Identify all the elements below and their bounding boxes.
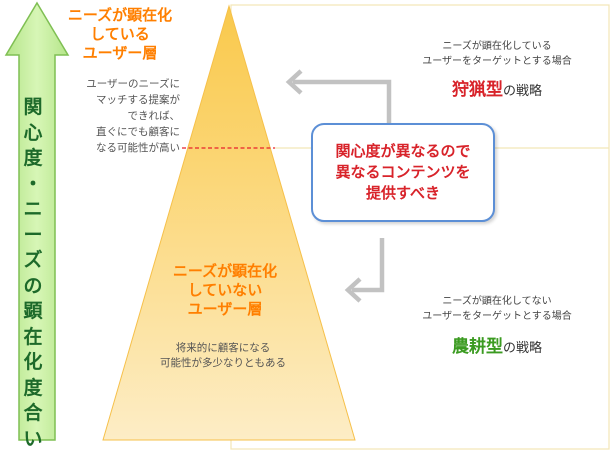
farming-strategy-word: 農耕型 <box>452 337 503 357</box>
callout-box: 関心度が異なるので 異なるコンテンツを 提供すべき <box>311 123 495 222</box>
axis-char: い <box>18 427 48 452</box>
pyramid <box>103 6 355 440</box>
axis-char: 合 <box>18 401 48 427</box>
bottom-layer-description: 将来的に顧客になる 可能性が多少なりともある <box>130 341 316 371</box>
axis-char: 心 <box>18 121 48 147</box>
desc-line: なる可能性が高い <box>62 140 180 156</box>
desc-line: できれば、 <box>62 108 180 124</box>
axis-char: 化 <box>18 350 48 376</box>
title-line: ニーズが顕在化 <box>60 6 180 25</box>
vertical-axis-label: 関 心 度 ・ ニ ー ズ の 顕 在 化 度 合 い <box>18 95 48 452</box>
callout-line: 関心度が異なるので <box>335 141 470 162</box>
axis-char: 度 <box>18 376 48 402</box>
desc-line: 将来的に顧客になる <box>130 341 316 356</box>
axis-char: ニ <box>18 197 48 223</box>
bottom-layer-title: ニーズが顕在化 していない ユーザー層 <box>155 262 295 319</box>
title-line: ニーズが顕在化 <box>155 262 295 281</box>
axis-char: 関 <box>18 95 48 121</box>
title-line: していない <box>155 281 295 300</box>
axis-char: ー <box>18 223 48 249</box>
hunting-strategy-word: 狩猟型 <box>452 80 503 100</box>
top-layer-description: ユーザーのニーズに マッチする提案が できれば、 直ぐにでも顧客に なる可能性が… <box>62 76 180 156</box>
title-line: ユーザー層 <box>155 300 295 319</box>
desc-line: ニーズが顕在化してない <box>392 294 602 309</box>
axis-char: の <box>18 274 48 300</box>
top-layer-title: ニーズが顕在化 している ユーザー層 <box>60 6 180 63</box>
gray-left-arrow-bottom-icon <box>348 238 382 301</box>
desc-line: ユーザーのニーズに <box>62 76 180 92</box>
strategy-suffix: の戦略 <box>503 341 542 356</box>
callout-line: 異なるコンテンツを <box>335 162 470 183</box>
axis-char: 度 <box>18 146 48 172</box>
desc-line: ユーザーをターゲットとする場合 <box>392 309 602 324</box>
desc-line: ユーザーをターゲットとする場合 <box>392 54 602 69</box>
farming-target-description: ニーズが顕在化してない ユーザーをターゲットとする場合 <box>392 294 602 324</box>
hunting-target-description: ニーズが顕在化している ユーザーをターゲットとする場合 <box>392 39 602 69</box>
desc-line: マッチする提案が <box>62 92 180 108</box>
desc-line: 可能性が多少なりともある <box>130 356 316 371</box>
strategy-suffix: の戦略 <box>503 84 542 99</box>
callout-line: 提供すべき <box>366 183 440 204</box>
hunting-strategy: 狩猟型の戦略 <box>392 75 602 100</box>
title-line: ユーザー層 <box>60 44 180 63</box>
axis-char: 顕 <box>18 299 48 325</box>
farming-strategy: 農耕型の戦略 <box>392 332 602 357</box>
axis-char: 在 <box>18 325 48 351</box>
desc-line: 直ぐにでも顧客に <box>62 124 180 140</box>
axis-char: ズ <box>18 248 48 274</box>
desc-line: ニーズが顕在化している <box>392 39 602 54</box>
title-line: している <box>60 25 180 44</box>
axis-char: ・ <box>18 172 48 198</box>
